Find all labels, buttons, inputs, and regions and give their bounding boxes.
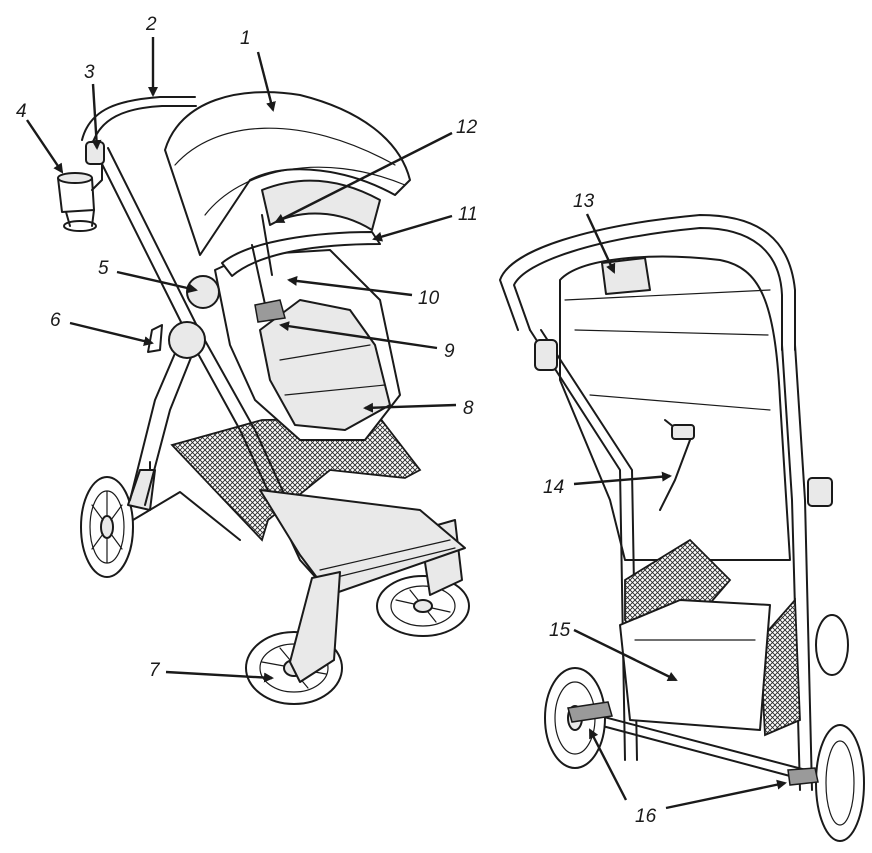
stroller-rear-view — [499, 214, 865, 842]
rear-view-wheel-right — [815, 724, 865, 842]
fold-hub[interactable] — [186, 275, 220, 309]
callout-6: 6 — [50, 310, 61, 331]
callout-arrows — [26, 37, 787, 810]
callout-4: 4 — [16, 101, 27, 122]
callout-9: 9 — [444, 341, 455, 362]
callout-labels: 1 2 3 4 5 6 7 8 9 10 11 12 13 14 15 16 — [16, 14, 657, 827]
brake-pedal-right[interactable] — [787, 767, 819, 786]
rear-wheel-left — [80, 476, 134, 578]
callout-13: 13 — [573, 191, 595, 212]
callout-1: 1 — [240, 28, 251, 49]
callout-12: 12 — [456, 117, 478, 138]
callout-8: 8 — [463, 398, 474, 419]
callout-7: 7 — [149, 660, 161, 681]
frame-hinge — [168, 321, 206, 359]
rear-view-wheel-far — [815, 614, 849, 676]
rear-handlebar[interactable] — [499, 214, 796, 351]
seat-back — [559, 255, 791, 561]
callout-3: 3 — [84, 62, 95, 83]
callout-2: 2 — [145, 14, 157, 35]
callout-15: 15 — [549, 620, 571, 641]
canopy[interactable] — [164, 91, 411, 256]
footrest — [259, 489, 466, 596]
brake-pedal-left[interactable] — [567, 701, 613, 723]
handlebar[interactable] — [81, 96, 196, 141]
stroller-front-view — [57, 91, 470, 705]
callout-16: 16 — [635, 806, 657, 827]
bumper-bar[interactable] — [221, 231, 381, 277]
callout-5: 5 — [98, 258, 109, 279]
callout-10: 10 — [418, 288, 440, 309]
cup-holder[interactable] — [57, 159, 103, 232]
callout-14: 14 — [543, 477, 564, 498]
rear-wheel-right — [376, 575, 470, 637]
callout-11: 11 — [458, 204, 478, 225]
seat-cushion — [259, 299, 391, 431]
